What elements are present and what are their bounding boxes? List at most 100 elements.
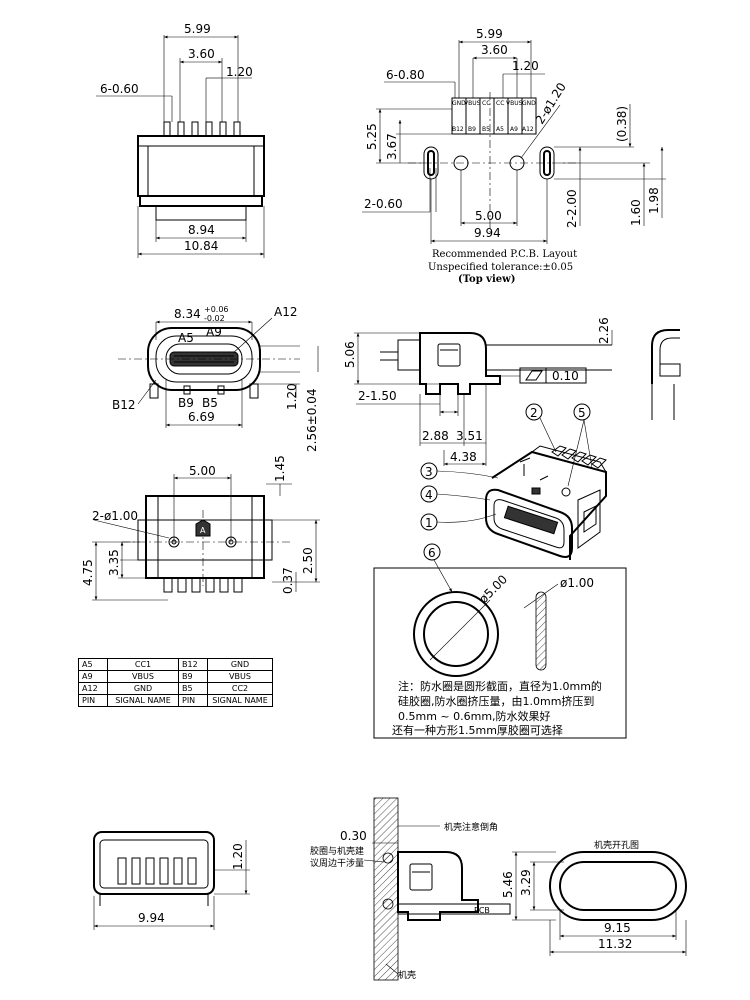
- top-view: 5.99 3.60 1.20 6-0.60 8.94: [96, 22, 265, 258]
- front-view: 8.34 +0.06 -0.02 A12 A5 A9 B12 B9 B5 6.6…: [112, 305, 319, 452]
- pad-bottom-5: A9: [510, 126, 518, 133]
- pad-bottom-3: B5: [482, 126, 490, 133]
- iso-callout-2: 2: [530, 406, 538, 420]
- pcb-dim-slot-pitch: 9.94: [474, 226, 501, 240]
- pin-cell: A9: [78, 670, 108, 683]
- pcb-dim-overall: 5.99: [476, 27, 503, 41]
- cutout-dim-inner-width: 9.15: [604, 921, 631, 935]
- rear-pins: [117, 857, 197, 885]
- pin-header: PIN: [178, 694, 208, 707]
- top-dim-overall: 5.99: [184, 22, 211, 36]
- iso-pins: [551, 445, 607, 469]
- pad-top-5: VBUS: [506, 100, 523, 107]
- front-dim-opening-height: 2.56±0.04: [305, 389, 319, 453]
- bottom-dim-right-inner: 0.37: [281, 567, 295, 594]
- pcb-dim-5-25: 5.25: [365, 123, 379, 150]
- pin-cell: B5: [178, 682, 208, 695]
- table-row: A5 CC1 B12 GND: [78, 658, 273, 671]
- bottom-dim-hole-dia: 2-ø1.00: [92, 509, 138, 523]
- top-dim-pin-width: 6-0.60: [100, 82, 139, 96]
- top-pins: [163, 121, 241, 137]
- pcb-dim-3-67: 3.67: [385, 133, 399, 160]
- bottom-dim-hole-pitch: 5.00: [189, 464, 216, 478]
- front-tol-minus: -0.02: [204, 314, 225, 323]
- rear-view: 1.20 9.94: [93, 831, 250, 930]
- cutout-dim-inner-height: 3.29: [519, 869, 533, 896]
- pad-bottom-4: A5: [496, 126, 504, 133]
- cutout-title: 机壳开孔图: [594, 839, 639, 851]
- top-dim-pitch: 1.20: [226, 65, 253, 79]
- side-view: 5.06 2.26 0.10 2-1.50 2.88 3.51 4.38: [343, 317, 613, 466]
- bottom-dim-left-total: 4.75: [81, 559, 95, 586]
- side-dim-leg-a: 2.88: [422, 429, 449, 443]
- front-dim-pin-height: 1.20: [285, 383, 299, 410]
- bottom-marker: A: [200, 526, 206, 535]
- rear-dim-width: 9.94: [138, 911, 165, 925]
- panel-cutout: 机壳开孔图 5.46 3.29 9.15 11.32: [501, 839, 687, 956]
- top-dim-body: 8.94: [188, 223, 215, 237]
- bottom-pins: [163, 577, 243, 593]
- pcb-layout: 5.99 3.60 1.20 6-0.80 GND VBUS CC CC VBU…: [362, 27, 666, 285]
- assembly-label-interference-2: 议周边干涉量: [310, 857, 364, 869]
- front-dim-opening: 8.34: [174, 307, 201, 321]
- pad-top-4: CC: [496, 100, 504, 107]
- assembly-label-chamfer: 机壳注意倒角: [444, 821, 498, 833]
- side-dim-leg-span: 4.38: [450, 450, 477, 464]
- iso-callout-3: 3: [425, 465, 433, 479]
- pad-bottom-6: A12: [522, 126, 534, 133]
- front-label-b12: B12: [112, 398, 136, 412]
- front-label-b5: B5: [202, 396, 218, 410]
- side-dim-leg-width: 2-1.50: [358, 389, 397, 403]
- pad-bottom-2: B9: [468, 126, 476, 133]
- gasket-dim-outer: ø5.00: [476, 572, 510, 606]
- pcb-caption-tolerance: Unspecified tolerance:±0.05: [428, 262, 573, 273]
- assembly-dim-gap: 0.30: [340, 829, 367, 843]
- front-label-b9: B9: [178, 396, 194, 410]
- signal-header: SIGNAL NAME: [207, 694, 273, 707]
- pcb-pads: GND VBUS CC CC VBUS GND B12 B9 B5 A5 A9 …: [451, 97, 537, 135]
- pin-cell: B9: [178, 670, 208, 683]
- top-dim-inner: 3.60: [188, 47, 215, 61]
- front-label-a5: A5: [178, 331, 194, 345]
- signal-cell: CC2: [207, 682, 273, 695]
- front-dim-inner: 6.69: [188, 410, 215, 424]
- pcb-dim-hole-pitch: 5.00: [475, 209, 502, 223]
- signal-cell: CC1: [107, 658, 179, 671]
- bottom-dim-left-inner: 3.35: [107, 549, 121, 576]
- pin-cell: B12: [178, 658, 208, 671]
- iso-callout-1: 1: [425, 516, 433, 530]
- pin-header: PIN: [78, 694, 108, 707]
- iso-view: 2 5 3 4 1: [420, 403, 607, 560]
- rear-dim-height: 1.20: [231, 843, 245, 870]
- pcb-dim-0-38: (0.38): [615, 106, 629, 142]
- pcb-dim-1-60: 1.60: [629, 199, 643, 226]
- edge-view: [651, 329, 681, 420]
- bottom-dim-right-total: 2.50: [301, 547, 315, 574]
- bottom-dim-top: 1.45: [273, 455, 287, 482]
- pin-signal-table: A5 CC1 B12 GND A9 VBUS B9 VBUS A12 GND B…: [78, 658, 273, 707]
- assembly-view: 0.30 机壳注意倒角 胶圈与机壳建 议周边干涉量 PCB 机壳: [310, 797, 511, 981]
- signal-cell: VBUS: [107, 670, 179, 683]
- pcb-caption-view: (Top view): [458, 274, 515, 285]
- assembly-label-interference-1: 胶圈与机壳建: [310, 845, 364, 857]
- side-dim-leg-b: 3.51: [456, 429, 483, 443]
- gasket-note-1: 注：防水圈是圆形截面，直径为1.0mm的: [398, 679, 602, 693]
- gasket-note-3: 0.5mm ~ 0.6mm,防水效果好: [398, 709, 551, 723]
- pcb-dim-1-98: 1.98: [647, 187, 661, 214]
- cutout-dim-outer-height: 5.46: [501, 871, 515, 898]
- gasket-dim-section: ø1.00: [560, 576, 594, 590]
- side-dim-flatness: 0.10: [552, 369, 579, 383]
- pcb-dim-slot-length: 2-2.00: [565, 189, 579, 228]
- bottom-view: 5.00 1.45 A 2-ø1.00: [81, 455, 320, 601]
- gasket-note-4: 还有一种方形1.5mm厚胶圈可选择: [392, 723, 563, 737]
- pad-top-6: GND: [522, 100, 536, 107]
- front-label-a12: A12: [274, 305, 297, 319]
- assembly-label-pcb: PCB: [474, 906, 490, 915]
- pcb-dim-pitch: 1.20: [512, 59, 539, 73]
- pad-bottom-1: B12: [452, 126, 464, 133]
- table-row: A12 GND B5 CC2: [78, 682, 273, 695]
- gasket-box: 6 ø5.00 ø1.00 注：防水圈是圆形截面，直径为1.0mm的 硅胶圈,防…: [373, 543, 627, 739]
- assembly-label-housing: 机壳: [398, 969, 416, 981]
- pcb-caption-layout: Recommended P.C.B. Layout: [432, 249, 577, 260]
- iso-callout-4: 4: [425, 488, 433, 502]
